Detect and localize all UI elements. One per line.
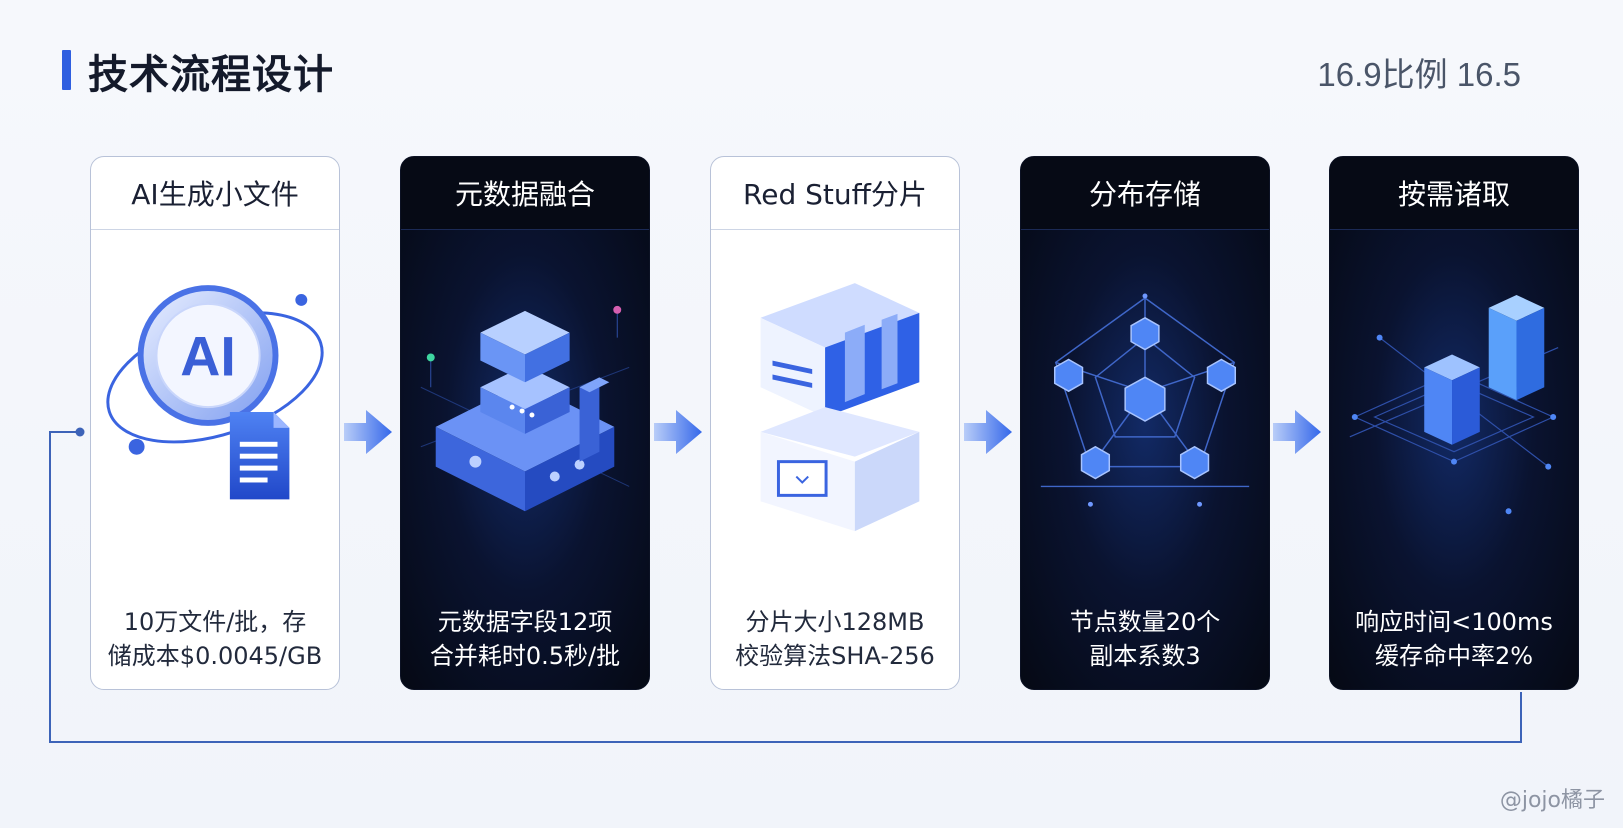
bar-towers-icon: [1330, 237, 1578, 597]
title-accent-bar: [62, 50, 71, 90]
arrow-right-icon: [964, 410, 1012, 454]
ai-document-icon: AI: [91, 237, 339, 597]
step-metrics: 10万文件/批，存 储成本$0.0045/GB: [91, 599, 339, 679]
metric-line: 储成本$0.0045/GB: [107, 642, 323, 670]
server-stack-icon: [401, 237, 649, 597]
metric-line: 10万文件/批，存: [123, 608, 307, 636]
step-card-metadata-fusion: 元数据融合 元数据字段12项 合并耗时0.5: [400, 156, 650, 690]
node-network-icon: [1021, 237, 1269, 597]
shard-blocks-icon: [711, 237, 959, 597]
metric-line: 响应时间<100ms: [1355, 608, 1553, 636]
step-metrics: 分片大小128MB 校验算法SHA-256: [711, 599, 959, 679]
step-card-on-demand-retrieval: 按需诸取 响应时间<100ms 缓存命中率2%: [1329, 156, 1579, 690]
metric-line: 分片大小128MB: [745, 608, 925, 636]
page-title: 技术流程设计: [88, 52, 334, 98]
step-title: Red Stuff分片: [711, 157, 959, 230]
step-card-distributed-storage: 分布存储 节点数量: [1020, 156, 1270, 690]
step-title: 元数据融合: [401, 157, 649, 230]
metric-line: 节点数量20个: [1069, 608, 1221, 636]
arrow-right-icon: [654, 410, 702, 454]
step-metrics: 响应时间<100ms 缓存命中率2%: [1330, 599, 1578, 679]
step-metrics: 元数据字段12项 合并耗时0.5秒/批: [401, 599, 649, 679]
step-card-ai-generation: AI生成小文件 AI 10万文件/批，存 储成本$0.0045/GB: [90, 156, 340, 690]
step-title: 按需诸取: [1330, 157, 1578, 230]
arrow-right-icon: [1273, 410, 1321, 454]
watermark: @jojo橘子: [1499, 788, 1605, 813]
svg-text:AI: AI: [180, 325, 236, 387]
metric-line: 缓存命中率2%: [1374, 642, 1534, 670]
ratio-label: 16.9比例 16.5: [1317, 56, 1521, 93]
metric-line: 副本系数3: [1089, 642, 1201, 670]
step-card-red-stuff-sharding: Red Stuff分片 分片大小128MB 校验算法SHA-256: [710, 156, 960, 690]
arrow-right-icon: [344, 410, 392, 454]
step-title: AI生成小文件: [91, 157, 339, 230]
metric-line: 校验算法SHA-256: [735, 642, 935, 670]
step-title: 分布存储: [1021, 157, 1269, 230]
metric-line: 合并耗时0.5秒/批: [429, 642, 621, 670]
step-metrics: 节点数量20个 副本系数3: [1021, 599, 1269, 679]
metric-line: 元数据字段12项: [437, 608, 613, 636]
